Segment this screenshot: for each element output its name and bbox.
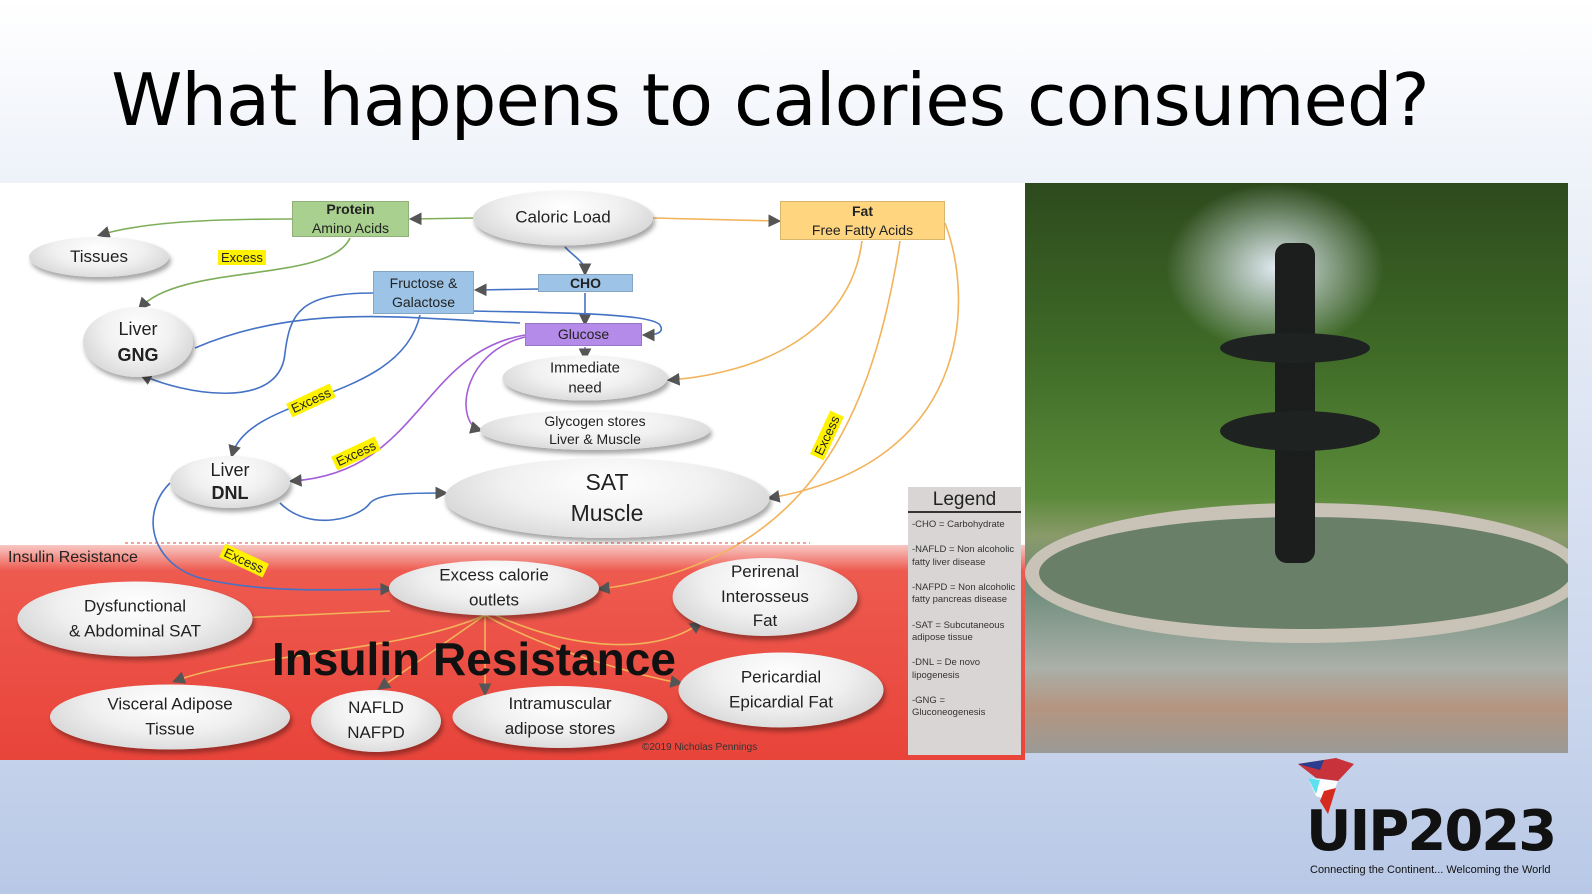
node-label: Protein bbox=[326, 201, 375, 218]
arrow-fat-immediate bbox=[666, 240, 863, 386]
node-label: Tissue bbox=[145, 719, 195, 738]
node-label: Epicardial Fat bbox=[729, 692, 833, 711]
arrow-fat-sat bbox=[766, 222, 960, 503]
node-label: Caloric Load bbox=[515, 207, 611, 227]
node-label: Perirenal bbox=[730, 562, 800, 582]
fountain-column bbox=[1275, 243, 1315, 563]
legend-item: -SAT = Subcutaneous adipose tissue bbox=[912, 619, 1005, 644]
legend-item: -GNG = Gluconeogenesis bbox=[912, 695, 986, 719]
arrow-gng-glucose bbox=[194, 315, 521, 349]
node-label: NAFLD bbox=[348, 698, 404, 718]
node-label: Interosseus bbox=[721, 586, 809, 606]
insulin-resistance-label: Insulin Resistance bbox=[8, 549, 138, 566]
node-label: Dysfunctional bbox=[83, 596, 187, 616]
node-label: Excess calorie bbox=[439, 565, 549, 585]
arrow-outlets-perirenal bbox=[494, 614, 703, 646]
arrow-fructose-gng bbox=[139, 292, 374, 394]
node-label: need bbox=[568, 379, 602, 396]
arrow-caloric-protein bbox=[408, 212, 474, 226]
node-label: DNL bbox=[211, 483, 249, 503]
node-label: adipose stores bbox=[504, 719, 616, 738]
node-label: Glucose bbox=[557, 326, 610, 343]
node-label: CHO bbox=[569, 274, 602, 291]
uip2023-logo: UIP2023 Connecting the Continent... Welc… bbox=[1296, 756, 1566, 886]
legend-item: -NAFLD = Non alcoholic fatty liver disea… bbox=[912, 544, 1015, 568]
arrow-protein-gng bbox=[137, 237, 351, 311]
node-label: Tissues bbox=[70, 246, 128, 266]
node-label: NAFPD bbox=[347, 723, 405, 742]
legend-item: -CHO = Carbohydrate bbox=[912, 519, 1005, 530]
node-cho: CHO bbox=[538, 274, 633, 292]
logo-wordmark: UIP2023 bbox=[1306, 799, 1557, 864]
node-label: Fat bbox=[852, 202, 873, 219]
node-label: Fructose & bbox=[389, 274, 458, 291]
slide-title: What happens to calories consumed? bbox=[111, 58, 1430, 142]
node-tissues: Tissues bbox=[29, 237, 169, 277]
arrow-glucose-glycogen bbox=[465, 336, 526, 434]
node-label: Liver & Muscle bbox=[549, 431, 641, 447]
node-label: Muscle bbox=[570, 500, 644, 526]
node-label: Liver bbox=[118, 318, 158, 339]
arrow-outlets-visceral bbox=[172, 614, 486, 684]
arrow-dnl-outlets bbox=[152, 482, 394, 596]
node-label: Intramuscular bbox=[508, 694, 612, 714]
arrow-caloric-cho bbox=[564, 246, 592, 277]
legend-item: -NAFPD = Non alcoholic fatty pancreas di… bbox=[912, 582, 1016, 606]
fountain-tier bbox=[1220, 333, 1370, 363]
node-excess-calorie-outlets: Excess calorie outlets bbox=[389, 560, 599, 616]
arrow-outlets-dysfunctional bbox=[236, 610, 391, 624]
insulin-resistance-heading: Insulin Resistance bbox=[272, 633, 676, 685]
legend: Legend -CHO = Carbohydrate -NAFLD = Non … bbox=[908, 487, 1021, 755]
node-label: Free Fatty Acids bbox=[811, 221, 914, 238]
fountain-tier bbox=[1220, 411, 1380, 451]
arrow-cho-fructose bbox=[473, 283, 539, 297]
node-nafld-nafpd: NAFLD NAFPD bbox=[311, 690, 441, 752]
arrow-caloric-fat bbox=[652, 214, 782, 228]
node-label: SAT bbox=[585, 468, 629, 495]
arrow-outlets-pericardial bbox=[484, 614, 684, 688]
arrow-dnl-sat bbox=[279, 486, 449, 522]
node-intramuscular: Intramuscular adipose stores bbox=[452, 686, 668, 748]
arrow-glucose-dnl bbox=[288, 334, 526, 487]
legend-item: -DNL = De novo lipogenesis bbox=[912, 657, 981, 681]
flags-logo-icon bbox=[1298, 758, 1354, 814]
node-label: Liver bbox=[210, 459, 250, 480]
arrow-fat-outlets bbox=[596, 240, 901, 595]
node-label: GNG bbox=[117, 345, 159, 365]
node-fructose-galactose: Fructose & Galactose bbox=[373, 271, 474, 314]
node-label: & Abdominal SAT bbox=[69, 621, 201, 640]
node-caloric-load: Caloric Load bbox=[473, 190, 653, 246]
arrow-outlets-nafld bbox=[377, 614, 486, 690]
node-glucose: Glucose bbox=[525, 323, 642, 346]
node-label: Amino Acids bbox=[311, 220, 390, 236]
node-label: Glycogen stores bbox=[544, 412, 646, 429]
fountain-photo bbox=[1025, 183, 1568, 753]
copyright: ©2019 Nicholas Pennings bbox=[642, 742, 758, 753]
arrow-fructose-glucose bbox=[473, 310, 663, 342]
node-dysfunctional-sat: Dysfunctional & Abdominal SAT bbox=[17, 581, 253, 657]
node-label: outlets bbox=[468, 590, 520, 609]
logo-tagline: Connecting the Continent... Welcoming th… bbox=[1310, 864, 1551, 876]
node-label: Galactose bbox=[391, 293, 456, 310]
node-immediate-need: Immediate need bbox=[502, 355, 668, 401]
arrow-protein-tissues bbox=[96, 218, 293, 239]
node-label: Fat bbox=[752, 611, 778, 631]
excess-tag: Excess bbox=[218, 250, 266, 265]
node-sat-muscle: SAT Muscle bbox=[444, 458, 770, 538]
node-label: Pericardial bbox=[740, 667, 822, 687]
node-label: Visceral Adipose bbox=[107, 694, 233, 714]
node-label: Immediate bbox=[549, 359, 621, 377]
legend-title: Legend bbox=[908, 487, 1021, 513]
